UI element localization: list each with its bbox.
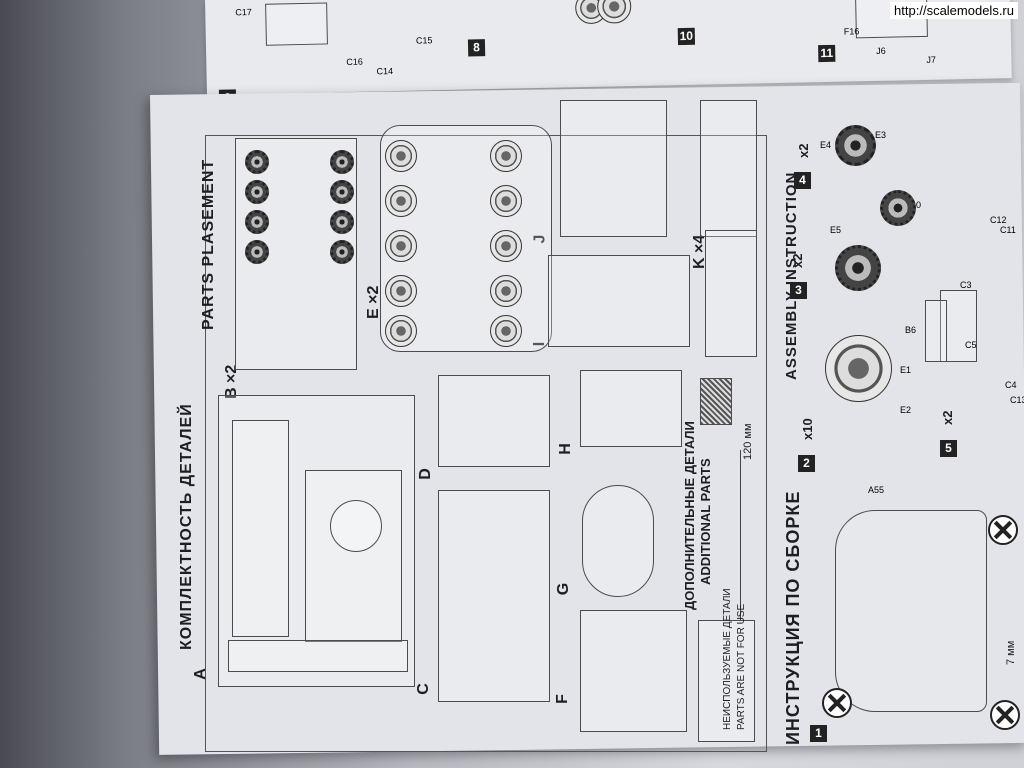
idler-wheel-drawing: [880, 190, 916, 226]
fender-part: [228, 640, 408, 672]
scale-line: [740, 450, 741, 620]
sprue-k: [700, 100, 757, 237]
hull-plate: [232, 420, 289, 637]
step-number: 4: [794, 172, 811, 189]
part-label: J7: [926, 54, 937, 65]
part-label: J6: [876, 45, 886, 56]
watermark: http://scalemodels.ru: [890, 2, 1018, 19]
sprocket: [245, 180, 269, 204]
step-number: 2: [798, 455, 815, 472]
glue-icon: [822, 688, 852, 718]
hull-assembly-drawing: [835, 510, 987, 712]
sprue-c: [438, 490, 550, 702]
road-wheel: [385, 185, 417, 217]
parts-frame: [205, 135, 767, 752]
part-label: C11: [1000, 225, 1016, 235]
additional-parts-en: ADDITIONAL PARTS: [698, 458, 713, 585]
glue-icon: [990, 700, 1020, 730]
engine-part: [265, 2, 328, 46]
step-number: 10: [677, 27, 696, 46]
dimension-label: 7 мм: [1005, 640, 1017, 665]
sprue-f: [580, 610, 687, 732]
sprocket: [245, 210, 269, 234]
part-label: E1: [900, 365, 912, 375]
road-wheel-drawing: [825, 335, 892, 402]
idler-wheel-drawing: [835, 125, 876, 166]
road-wheel: [490, 185, 522, 217]
mesh-part: [700, 378, 732, 425]
sprocket: [330, 240, 354, 264]
part-label: E2: [900, 405, 912, 415]
step-number: 5: [940, 440, 957, 457]
road-wheel: [385, 140, 417, 172]
road-wheel: [385, 230, 417, 262]
step-number: 1: [810, 725, 827, 742]
step-number: 8: [467, 39, 486, 57]
sprue-i: [548, 255, 690, 347]
step-multiplier: x2: [940, 410, 955, 425]
sprue-h: [580, 370, 682, 447]
part-label: F16: [843, 26, 860, 37]
sprue-label-f: F: [553, 694, 571, 704]
unused-parts-box: [698, 620, 755, 742]
turret-ring: [330, 500, 382, 552]
drive-sprocket-drawing: [835, 245, 881, 291]
part-label: C13: [1010, 395, 1024, 405]
part-label: C14: [376, 66, 394, 77]
scale-length: 120 мм: [742, 423, 754, 460]
part-label: E3: [875, 130, 887, 140]
sprue-j: [560, 100, 667, 237]
road-wheel: [385, 315, 417, 347]
road-wheel: [596, 0, 632, 24]
sprocket: [245, 240, 269, 264]
parts-title-ru: КОМПЛЕКТНОСТЬ ДЕТАЛЕЙ: [178, 403, 195, 650]
step-number: 3: [790, 282, 807, 299]
assembly-title-ru: ИНСТРУКЦИЯ ПО СБОРКЕ: [783, 490, 803, 745]
sprue-g: [582, 485, 654, 597]
sprue-label-h: H: [556, 443, 574, 455]
road-wheel: [490, 140, 522, 172]
unused-parts-ru: НЕИСПОЛЬЗУЕМЫЕ ДЕТАЛИ: [722, 588, 733, 730]
unused-parts-en: PARTS ARE NOT FOR USE: [736, 603, 747, 730]
parts-title-en: PARTS PLASEMENT: [200, 158, 217, 330]
part-label: C3: [960, 280, 972, 290]
road-wheel: [385, 275, 417, 307]
sprocket: [330, 210, 354, 234]
part-label: C16: [346, 56, 363, 68]
step-multiplier: x10: [800, 418, 815, 440]
sprue-d: [438, 375, 550, 467]
part-label: C4: [1005, 380, 1017, 390]
road-wheel: [490, 315, 522, 347]
sprocket: [330, 180, 354, 204]
sprue-label-a: A: [191, 668, 209, 680]
part-label: C5: [965, 340, 977, 350]
road-wheel: [490, 230, 522, 262]
glue-icon: [988, 515, 1018, 545]
part-label: C15: [415, 35, 433, 46]
part-label: E5: [830, 225, 842, 235]
part-label: C17: [235, 7, 252, 18]
sprue-label-d: D: [416, 468, 434, 480]
additional-parts-ru: ДОПОЛНИТЕЛЬНЫЕ ДЕТАЛИ: [682, 421, 697, 610]
suspension-arm: [925, 300, 947, 362]
sprue-label-c: C: [414, 683, 432, 695]
assembly-title-en: ASSEMBLY INSTRUCTION: [783, 171, 800, 380]
part-label: C12: [990, 215, 1007, 225]
step-number: 11: [818, 44, 836, 63]
part-label: E4: [820, 140, 832, 150]
part-label: B6: [905, 325, 917, 335]
sprocket: [245, 150, 269, 174]
road-wheel: [490, 275, 522, 307]
hull-bottom: [305, 470, 402, 642]
sprue-a: [218, 395, 415, 687]
sprocket: [330, 150, 354, 174]
step-multiplier: x2: [796, 143, 811, 158]
sprue-label-g: G: [555, 582, 573, 596]
part-label: A55: [868, 485, 885, 495]
sprue-k: [705, 230, 757, 357]
step-multiplier: x2: [790, 253, 805, 268]
